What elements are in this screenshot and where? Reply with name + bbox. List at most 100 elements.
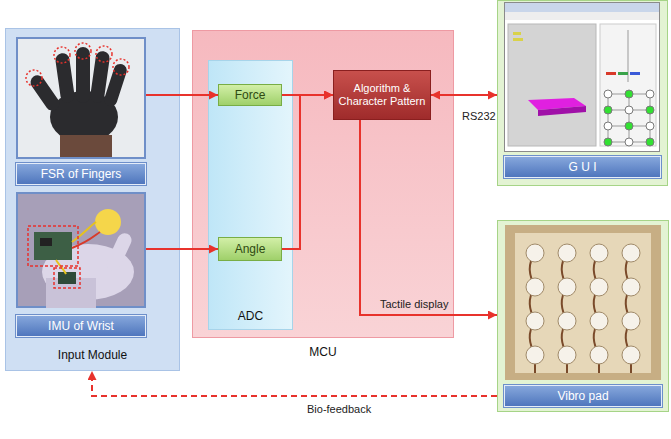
gui-screenshot [505, 3, 660, 152]
signal-arrow [360, 120, 497, 315]
sensor-marker [26, 70, 42, 86]
imu-photo [17, 193, 145, 307]
signal-arrow [92, 371, 497, 396]
highlight-box [54, 268, 80, 288]
vibration-motor [590, 312, 608, 330]
glove [76, 47, 90, 103]
vibration-motor [526, 244, 640, 364]
node-label: Input Module [6, 348, 179, 362]
vibration-motor [590, 244, 608, 262]
vibration-motor [622, 244, 640, 262]
view-pane [538, 106, 586, 116]
node-label: Algorithm & Character Pattern [338, 82, 426, 108]
vibration-motor [590, 346, 608, 364]
grid-dot [604, 138, 612, 146]
grid-dot [646, 106, 654, 114]
highlight-box [28, 226, 78, 266]
sensor-marker [75, 43, 91, 59]
title-bar [505, 3, 659, 12]
sensor-block: IMU of Wrist [16, 192, 146, 337]
control-pane [600, 24, 656, 146]
grid-dot [625, 122, 633, 130]
view-pane [508, 24, 596, 146]
vibration-motor [558, 346, 576, 364]
control-pane [600, 24, 656, 146]
grid-dot [646, 138, 654, 146]
signal-box: Force [218, 84, 282, 106]
wire [72, 232, 100, 248]
grid-dot [604, 122, 612, 130]
vibration-motor [590, 278, 608, 296]
vibro-photo [505, 225, 661, 380]
adc-column: ADCForceAngle [208, 60, 293, 330]
highlight-box [28, 226, 80, 288]
grid-dot [625, 138, 633, 146]
sensor-ball [95, 209, 121, 235]
caption-strip: Vibro pad [504, 385, 662, 407]
caption-strip: G U I [504, 156, 661, 178]
vibration-motor [558, 312, 576, 330]
control-pane [618, 72, 628, 75]
grid-display [608, 94, 609, 142]
edge-label: Bio-feedback [305, 403, 373, 416]
view-pane [513, 38, 523, 41]
glove-cuff [60, 135, 112, 157]
caption-strip: FSR of Fingers [16, 163, 146, 185]
glove [102, 62, 128, 108]
vibration-motor [622, 278, 640, 296]
grid-dot [625, 90, 633, 98]
node-label: Angle [235, 242, 266, 256]
signal-arrow [146, 94, 218, 96]
glove [28, 73, 62, 114]
vibration-motor [526, 312, 544, 330]
gui-screenshot [504, 2, 660, 152]
imu-board [58, 272, 76, 284]
node-label: MCU [193, 345, 453, 359]
imu-board [34, 232, 76, 284]
edge-label: Tactile display [378, 298, 450, 311]
vibration-motor [622, 312, 640, 330]
vibration-motor [558, 244, 576, 262]
glove [55, 52, 76, 103]
caption-strip: IMU of Wrist [16, 315, 146, 337]
node-label: Force [235, 88, 266, 102]
control-pane [630, 72, 640, 75]
glove [28, 47, 129, 143]
pad-board [515, 233, 651, 373]
mcu-panel: MCUADCForceAngleAlgorithm & Character Pa… [192, 30, 454, 338]
imu-board [34, 232, 72, 260]
view-pane [513, 32, 521, 35]
wire [56, 260, 66, 274]
sensor-marker [26, 43, 129, 86]
glove-photo [16, 37, 146, 159]
imu-photo [16, 192, 146, 308]
input-module-panel: Input Module FSR of Fingers [5, 28, 180, 371]
grid-display [608, 94, 650, 142]
grid-dot [604, 106, 612, 114]
edge-label: RS232 [460, 110, 498, 123]
grid-dot [604, 90, 612, 98]
grid-display [629, 94, 630, 142]
menu-bar [505, 12, 659, 20]
signal-arrow [431, 94, 497, 96]
grid-dot [604, 90, 654, 146]
imu-board [40, 238, 52, 246]
pad-base [505, 225, 661, 380]
grid-display [650, 94, 651, 142]
sensor-marker [113, 59, 129, 75]
vibration-motor [526, 244, 544, 262]
grid-dot [646, 90, 654, 98]
sensor-marker [54, 47, 70, 63]
wire [72, 222, 96, 242]
vibration-motor [526, 278, 544, 296]
signal-arrow [282, 95, 333, 249]
grid-dot [646, 122, 654, 130]
view-pane [508, 24, 596, 146]
vibro-panel: Vibro pad [497, 220, 669, 412]
sensor-marker [96, 46, 112, 62]
vibration-motor [622, 346, 640, 364]
sensor-block: FSR of Fingers [16, 37, 146, 185]
vibration-motor [526, 346, 544, 364]
